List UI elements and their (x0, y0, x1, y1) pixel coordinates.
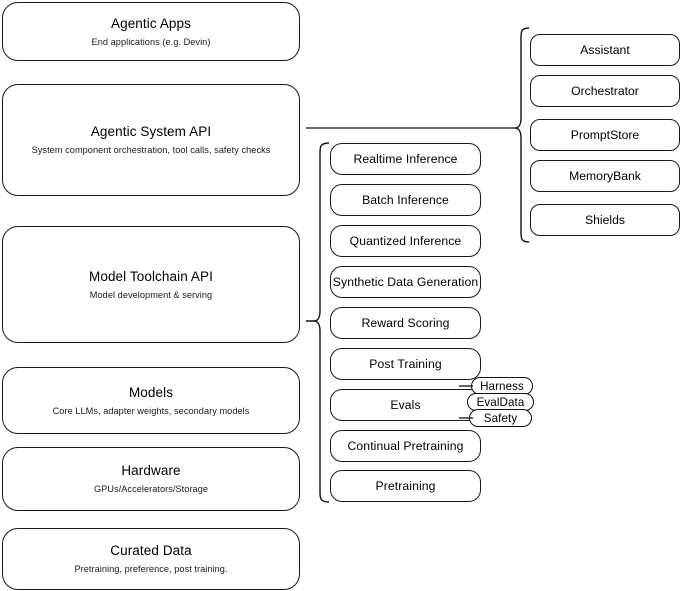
capability-box-synthetic-data-generation[interactable]: Synthetic Data Generation (330, 266, 481, 298)
capability-box-evals[interactable]: Evals (330, 389, 481, 421)
component-label: Assistant (580, 42, 630, 57)
capability-label: Quantized Inference (349, 233, 462, 248)
capability-box-reward-scoring[interactable]: Reward Scoring (330, 307, 481, 339)
capability-label: Evals (390, 397, 421, 412)
component-box-memorybank[interactable]: MemoryBank (530, 160, 680, 192)
component-label: MemoryBank (569, 168, 641, 183)
component-label: Orchestrator (571, 83, 639, 98)
layer-subtitle: Pretraining, preference, post training. (74, 564, 228, 574)
component-box-shields[interactable]: Shields (530, 204, 680, 236)
layer-box-curated-data[interactable]: Curated Data Pretraining, preference, po… (2, 528, 300, 590)
capability-box-realtime-inference[interactable]: Realtime Inference (330, 143, 481, 175)
layer-box-models[interactable]: Models Core LLMs, adapter weights, secon… (2, 367, 300, 434)
capability-label: Continual Pretraining (347, 438, 464, 453)
capability-label: Pretraining (375, 478, 436, 493)
layer-box-hardware[interactable]: Hardware GPUs/Accelerators/Storage (2, 447, 300, 511)
component-box-assistant[interactable]: Assistant (530, 34, 680, 66)
layer-subtitle: Core LLMs, adapter weights, secondary mo… (52, 405, 250, 416)
layer-subtitle: System component orchestration, tool cal… (31, 145, 271, 155)
layer-title: Models (128, 384, 174, 400)
layer-title: Hardware (121, 463, 181, 478)
layer-subtitle: Model development & serving (89, 289, 213, 300)
brace-system-components (514, 27, 530, 243)
component-label: PromptStore (570, 127, 640, 142)
component-box-orchestrator[interactable]: Orchestrator (530, 75, 680, 107)
layer-title: Agentic System API (90, 124, 212, 139)
evals-pill-label: Harness (480, 379, 524, 393)
layer-title: Model Toolchain API (89, 268, 213, 284)
evals-pill-label: Safety (483, 411, 518, 425)
layer-title: Curated Data (110, 543, 192, 558)
layer-title: Agentic Apps (110, 15, 191, 31)
brace-toolchain-capabilities (306, 142, 330, 503)
component-box-promptstore[interactable]: PromptStore (530, 119, 680, 151)
capability-label: Reward Scoring (361, 315, 450, 330)
layer-box-agentic-system-api[interactable]: Agentic System API System component orch… (2, 84, 300, 196)
capability-box-pretraining[interactable]: Pretraining (330, 470, 481, 502)
capability-label: Synthetic Data Generation (332, 274, 479, 289)
layer-box-model-toolchain-api[interactable]: Model Toolchain API Model development & … (2, 226, 300, 343)
capability-box-batch-inference[interactable]: Batch Inference (330, 184, 481, 216)
component-label: Shields (585, 212, 625, 227)
layer-subtitle: End applications (e.g. Devin) (91, 36, 211, 47)
capability-label: Realtime Inference (353, 151, 458, 166)
capability-box-post-training[interactable]: Post Training (330, 348, 481, 380)
evals-pill-safety[interactable]: Safety (469, 409, 532, 427)
capability-label: Post Training (369, 356, 442, 371)
capability-label: Batch Inference (362, 192, 449, 207)
layer-subtitle: GPUs/Accelerators/Storage (93, 484, 209, 494)
evals-pill-evaldata[interactable]: EvalData (467, 393, 534, 411)
capability-box-continual-pretraining[interactable]: Continual Pretraining (330, 430, 481, 462)
evals-pill-label: EvalData (476, 395, 525, 409)
layer-box-agentic-apps[interactable]: Agentic Apps End applications (e.g. Devi… (2, 2, 300, 61)
capability-box-quantized-inference[interactable]: Quantized Inference (330, 225, 481, 257)
